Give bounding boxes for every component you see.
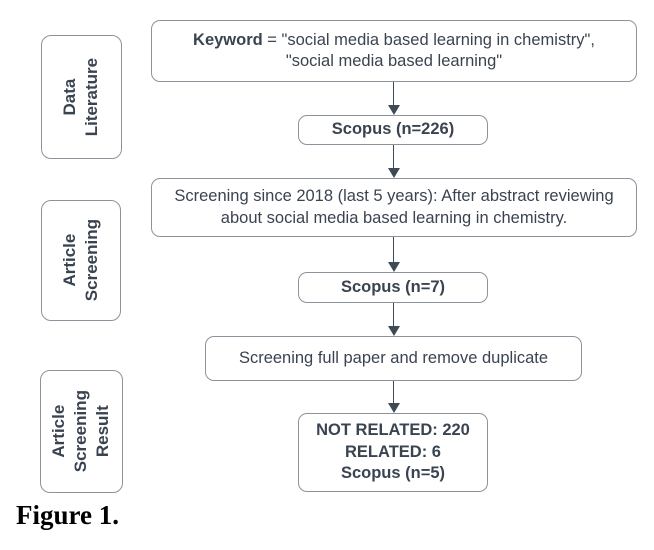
- stage-label-text: Article Screening Result: [49, 390, 113, 473]
- scopus-n226-box: Scopus (n=226): [298, 115, 488, 145]
- arrow-head-icon: [387, 403, 400, 413]
- figure-caption: Figure 1.: [16, 500, 119, 530]
- flow-arrow: [386, 303, 401, 336]
- arrow-head-icon: [387, 262, 400, 272]
- screening-result-text: NOT RELATED: 220 RELATED: 6 Scopus (n=5): [316, 420, 470, 483]
- stage-label-article-screening-result: Article Screening Result: [40, 370, 123, 493]
- flow-arrow: [386, 145, 401, 178]
- arrow-stem: [392, 237, 395, 262]
- flow-arrow: [386, 237, 401, 272]
- stage-label-text: Article Screening: [59, 219, 102, 302]
- arrow-head-icon: [387, 326, 400, 336]
- flow-arrow: [386, 82, 401, 115]
- scopus-n7-text: Scopus (n=7): [340, 277, 446, 296]
- screening-result-box: NOT RELATED: 220 RELATED: 6 Scopus (n=5): [298, 413, 488, 492]
- scopus-n226-text: Scopus (n=226): [331, 120, 455, 139]
- arrow-stem: [392, 82, 395, 105]
- arrow-head-icon: [387, 105, 400, 115]
- full-paper-screening-text: Screening full paper and remove duplicat…: [238, 348, 549, 367]
- keyword-box: Keyword = "social media based learning i…: [151, 20, 637, 82]
- keyword-bold-label: Keyword: [193, 30, 263, 49]
- flow-arrow: [386, 381, 401, 413]
- abstract-screening-text: Screening since 2018 (last 5 years): Aft…: [174, 187, 614, 227]
- arrow-head-icon: [387, 168, 400, 178]
- scopus-n7-box: Scopus (n=7): [298, 272, 488, 303]
- arrow-stem: [392, 145, 395, 168]
- arrow-stem: [392, 381, 395, 403]
- keyword-rest-text: = "social media based learning in chemis…: [267, 30, 595, 70]
- stage-label-article-screening: Article Screening: [41, 200, 121, 321]
- arrow-stem: [392, 303, 395, 326]
- keyword-box-text: Keyword = "social media based learning i…: [193, 30, 595, 72]
- full-paper-screening-box: Screening full paper and remove duplicat…: [205, 336, 582, 381]
- abstract-screening-box: Screening since 2018 (last 5 years): Aft…: [151, 178, 637, 237]
- stage-label-text: Data Literature: [60, 57, 102, 137]
- stage-label-data-literature: Data Literature: [41, 35, 122, 159]
